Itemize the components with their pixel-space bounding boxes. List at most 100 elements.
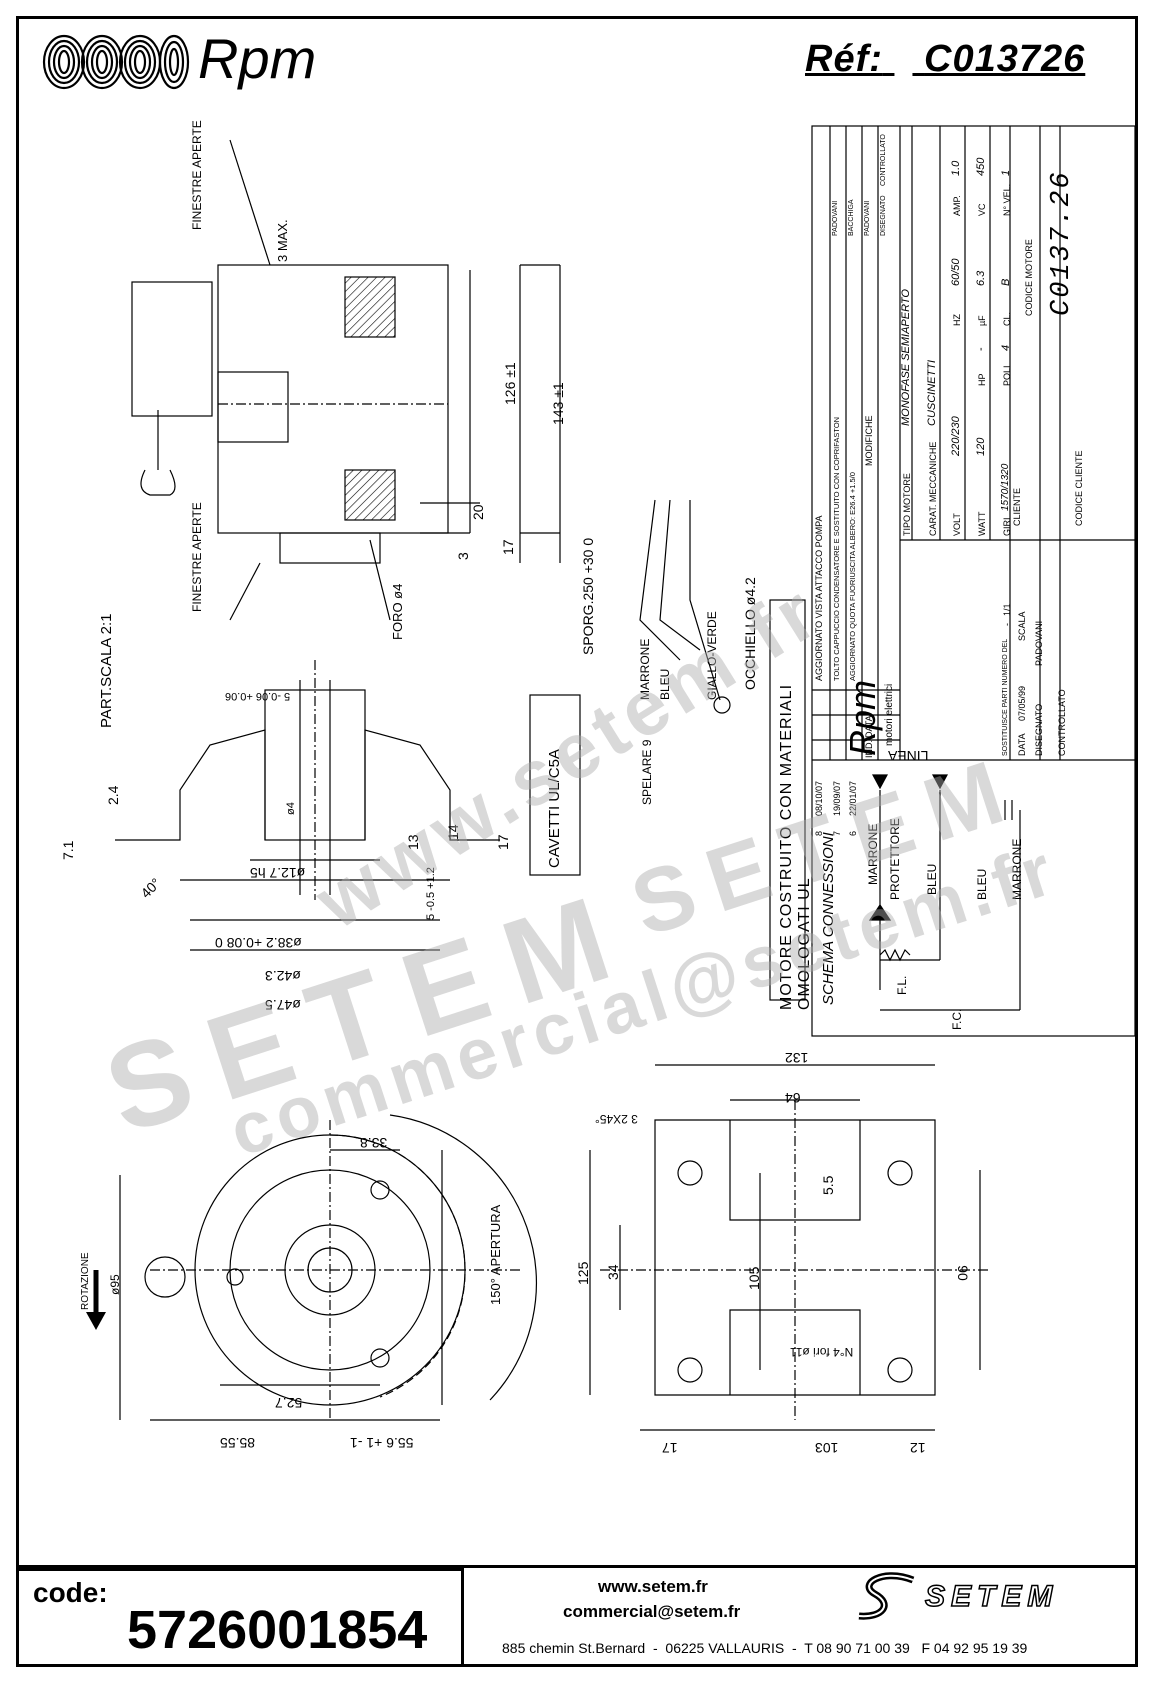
dim-338: 33.8	[360, 1135, 388, 1151]
capacitor-shape	[131, 281, 213, 417]
sporg-label: SPORG.250 +30 0	[580, 537, 596, 655]
volt: 220/230	[950, 416, 962, 456]
codice-motore: C0137.26	[1047, 170, 1077, 316]
dim-105: 105	[746, 1266, 762, 1290]
sostituisce: -	[1002, 623, 1012, 626]
finestre-aperte-bottom: FINESTRE APERTE	[190, 502, 204, 612]
poli: 4	[1000, 344, 1012, 351]
footer-divider	[16, 1565, 1138, 1568]
rev-8-text: AGGIORNATO VISTA ATTACCO POMPA	[814, 515, 824, 681]
dim-527: 52.7	[275, 1395, 303, 1411]
ref-value: C013726	[924, 38, 1086, 80]
tipo-motore: MONOFASE SEMIAPERTO	[900, 289, 912, 426]
uf: 6.3	[975, 270, 987, 286]
cliente-label: CLIENTE	[1012, 487, 1022, 526]
carat: CUSCINETTI	[926, 360, 938, 426]
brand-name: Rpm	[198, 27, 317, 90]
volt-label: VOLT	[952, 513, 962, 536]
codice-cliente-label: CODICE CLIENTE	[1074, 450, 1084, 526]
sostituisce-label: SOSTITUISCE PARTI NUMERO DEL	[1002, 638, 1009, 756]
dim-8555: 85.55	[220, 1435, 256, 1451]
foro-label: FORO ø4	[390, 583, 405, 640]
dim-12: 12	[910, 1440, 926, 1456]
code-box: code: 5726001854	[16, 1568, 464, 1667]
dim-64: 64	[785, 1090, 801, 1106]
tb-brand: Rpm	[842, 679, 883, 756]
dim-2x45: 3 2X45°	[595, 1112, 638, 1126]
dim-55: 5.5	[820, 1175, 836, 1195]
controllato-label: CONTROLLATO	[1057, 689, 1067, 756]
watt-label: WATT	[977, 511, 987, 537]
disegnato: PADOVANI	[1034, 620, 1044, 666]
nvel: 1	[1000, 169, 1012, 176]
code-label: code:	[33, 1577, 108, 1608]
ul-note-box	[769, 599, 806, 1001]
rpm-logo: Rpm	[40, 27, 390, 98]
dim-17: 17	[500, 539, 516, 555]
dim-90: 90	[954, 1265, 971, 1281]
dim-556: 55.6 +1 -1	[350, 1435, 414, 1451]
dim-34: 34	[605, 1264, 621, 1280]
watt: 120	[975, 437, 987, 456]
rev-8-by: PADOVANI	[832, 200, 839, 236]
reference: Réf: C013726	[805, 38, 1085, 81]
part-scala-label: PART.SCALA 2:1	[98, 613, 115, 728]
dim-95: ø95	[108, 1274, 122, 1295]
drawing-frame	[16, 16, 1138, 1667]
apertura-label: 150° APERTURA	[488, 1204, 503, 1305]
carat-label: CARAT. MECCANICHE	[928, 441, 938, 536]
hp: -	[975, 347, 987, 351]
hp-label: HP	[977, 373, 987, 386]
nvel-label: N° VEL.	[1002, 183, 1012, 216]
amp-label: AMP.	[952, 195, 962, 216]
dim-24: 2.4	[105, 785, 121, 805]
footer-address: 885 chemin St.Bernard - 06225 VALLAURIS …	[502, 1640, 1028, 1656]
scala-label: SCALA	[1017, 611, 1027, 641]
coil-logo-icon	[42, 34, 190, 90]
dim-382: ø38.2 +0.08 0	[215, 935, 302, 951]
giri-label: GIRI	[1002, 517, 1012, 536]
scala: 1/1	[1002, 603, 1012, 616]
dim-127: ø12.7 h5	[250, 865, 306, 881]
rev-7-by: BACCHIGA	[848, 199, 855, 236]
dim-top: 5 -0.06 +0.06	[225, 690, 291, 702]
rev-head-check: CONTROLLATO	[880, 134, 887, 186]
cl: B	[1000, 278, 1012, 286]
codice-motore-label: CODICE MOTORE	[1024, 239, 1034, 316]
dim-20: 20	[470, 504, 486, 520]
dim-fori: N°4 fori ø11	[790, 1345, 854, 1359]
ref-label: Réf:	[805, 38, 883, 80]
dim-17c: 17	[662, 1440, 678, 1456]
rotation-arrow-icon	[86, 1270, 106, 1330]
uf-label: µF	[977, 315, 987, 326]
dim-125: 125	[575, 1261, 591, 1285]
poli-label: POLI	[1002, 365, 1012, 386]
tipo-motore-label: TIPO MOTORE	[902, 473, 912, 536]
rev-6-text: AGGIORNATO QUOTA FUORIUSCITA ALBERO: E26…	[848, 472, 857, 681]
dim-132: 132	[785, 1050, 809, 1066]
rev-head-by: DISEGNATO	[880, 195, 887, 236]
dim-3: 3	[455, 552, 471, 560]
footer-email: commercial@setem.fr	[563, 1602, 741, 1621]
vc-label: VC	[977, 203, 987, 216]
hz: 60/50	[950, 258, 962, 286]
dim-126: 126 ±1	[502, 362, 518, 405]
cavetti-box	[529, 694, 581, 876]
dim-d4: ø4	[285, 802, 297, 815]
dim-143: 143 ±1	[550, 382, 566, 425]
rev-6-by: PADOVANI	[864, 200, 871, 236]
setem-logo-icon	[858, 1572, 915, 1620]
cl-label: CL.	[1002, 311, 1012, 326]
max-dim: 3 MAX.	[275, 219, 290, 262]
data-label: DATA	[1017, 733, 1027, 756]
giri: 1570/1320	[1000, 463, 1011, 511]
footer-brand: SETEM	[924, 1579, 1059, 1614]
data-value: 07/05/99	[1017, 685, 1027, 721]
hz-label: HZ	[952, 314, 962, 326]
tb-brand-sub: motori elettrici	[884, 683, 895, 746]
footer-website: www.setem.fr	[598, 1577, 708, 1596]
vc: 450	[975, 157, 987, 176]
finestre-aperte-top: FINESTRE APERTE	[190, 120, 204, 230]
rev-head-text: MODIFICHE	[864, 415, 874, 467]
